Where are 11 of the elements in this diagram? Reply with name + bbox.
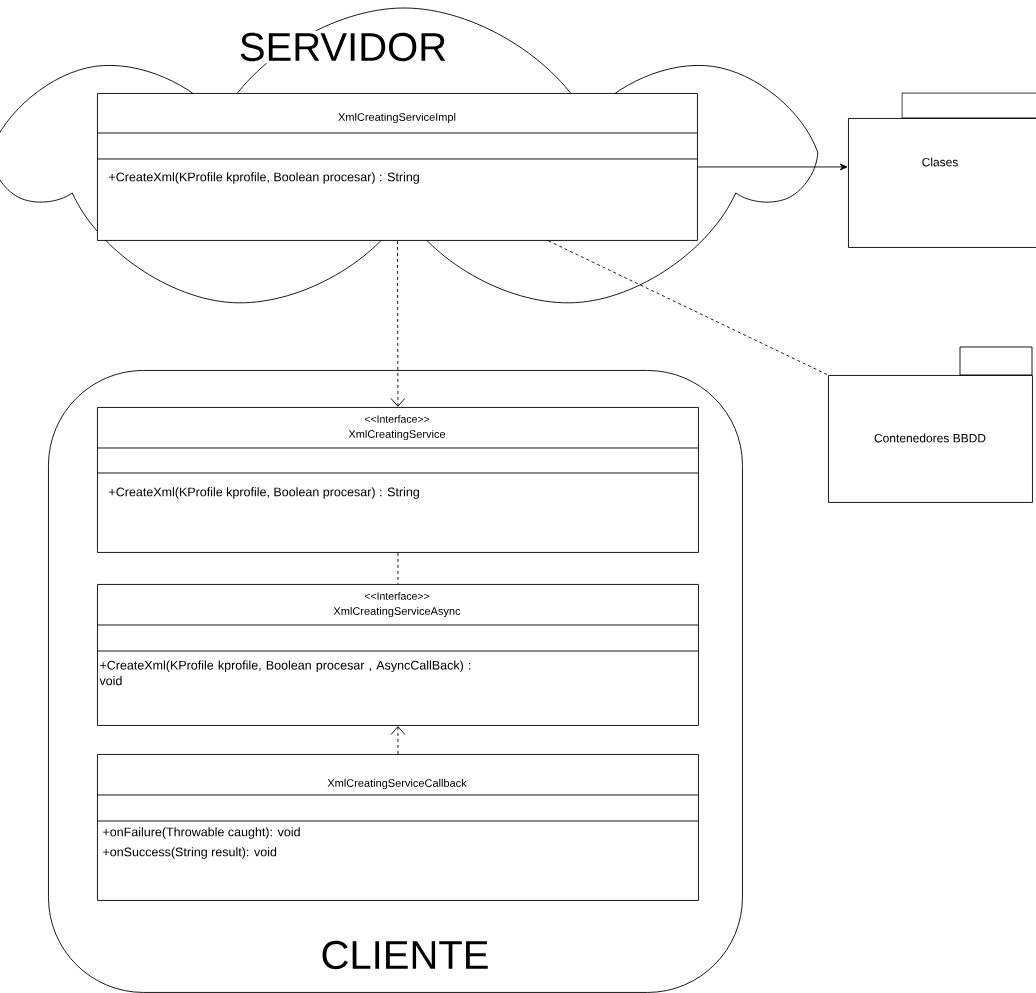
- arrow: [697, 163, 848, 171]
- class-box: XmlCreatingServiceCallback +onFailure(Throwable caught): void +onSuccess(String result): void: [96, 754, 699, 901]
- dashed-arrow: [390, 240, 406, 407]
- dashed-arrow: [390, 726, 406, 755]
- package-box: Contenedores BBDD: [828, 346, 1033, 503]
- class-box: <<Interface>> XmlCreatingServiceAsync +CreateXml(KProfile kprofile, Boolean procesar , AsyncCallBack) : void: [96, 584, 699, 726]
- dashed-line: [548, 240, 829, 376]
- package-box: Clases: [848, 92, 1036, 248]
- class-box: <<Interface>> XmlCreatingService +CreateXml(KProfile kprofile, Boolean procesar) : String: [96, 407, 699, 553]
- class-box: XmlCreatingServiceImpl +CreateXml(KProfile kprofile, Boolean procesar) : String: [96, 93, 698, 241]
- dashed-line: [397, 552, 399, 585]
